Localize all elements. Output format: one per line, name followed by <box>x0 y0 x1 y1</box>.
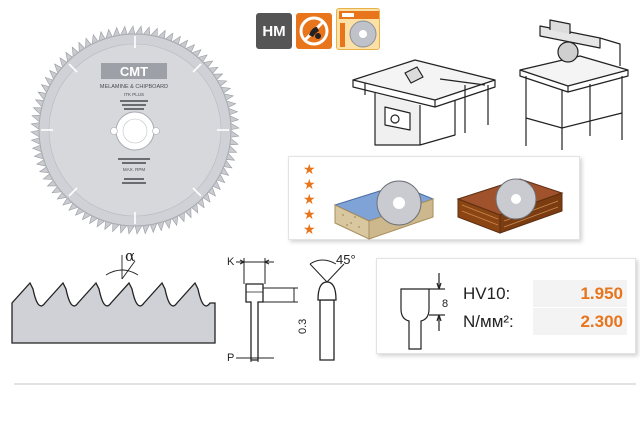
spec-nmm2-label: N/мм²: <box>463 312 514 331</box>
kerf-diagram: K P 0.3 45° <box>227 252 356 364</box>
tooth-height-label: 8 <box>442 298 448 310</box>
spec-hv10-bg <box>533 280 627 307</box>
packaging-image <box>336 8 380 50</box>
no-hand-feed-badge <box>296 13 332 49</box>
k-dimension-label: K <box>227 256 235 268</box>
spec-nmm2-value: 2.300 <box>580 312 623 331</box>
rating-star-icon: ★ <box>303 222 316 238</box>
rating-star-icon: ★ <box>303 207 316 223</box>
spec-hv10-label: HV10: <box>463 284 511 303</box>
hm-badge: HM <box>256 13 292 49</box>
rating-star-icon: ★ <box>303 177 316 193</box>
angle-alpha-label: α <box>125 247 135 265</box>
spec-hv10-value: 1.950 <box>580 284 623 303</box>
blade-logo-box <box>101 63 167 79</box>
hardness-spec-panel: 8 HV10: 1.950 N/мм²: 2.300 <box>376 258 636 354</box>
rating-star-icon: ★ <box>303 192 316 208</box>
gap-dimension-label: 0.3 <box>297 319 309 334</box>
solid-wood-cut-illustration <box>456 178 564 234</box>
tooth-profile-diagram: α <box>11 247 216 344</box>
saw-blade-image: CMT MELAMINE & CHIPBOARD ITK PLUS MAX. R… <box>30 25 240 235</box>
material-suitability-panel: ★★★★★ <box>288 156 580 240</box>
blade-text-line2: ITK PLUS <box>124 92 144 97</box>
tooth-height-diagram: 8 <box>400 273 448 350</box>
blade-brand-text: CMT <box>120 64 148 79</box>
bevel-degree-label: 45° <box>336 252 356 267</box>
prohibited-icon <box>299 16 329 46</box>
blade-text-line1: MELAMINE & CHIPBOARD <box>100 84 168 90</box>
spec-nmm2-bg <box>533 308 627 335</box>
blade-small-print <box>118 100 150 184</box>
hm-badge-label: HM <box>262 22 286 40</box>
package-icon <box>339 11 379 48</box>
radial-arm-saw-drawing <box>519 19 629 150</box>
chipboard-cut-illustration <box>333 180 435 240</box>
p-dimension-label: P <box>227 352 234 364</box>
rating-stars: ★★★★★ <box>303 163 323 239</box>
blade-text-line3: MAX. RPM <box>123 167 146 172</box>
blade-expansion-slots <box>41 36 229 224</box>
bottom-divider <box>14 383 636 385</box>
table-saw-drawing <box>352 59 496 146</box>
rating-star-icon: ★ <box>303 162 316 178</box>
tooth-profile-shape <box>11 281 216 344</box>
